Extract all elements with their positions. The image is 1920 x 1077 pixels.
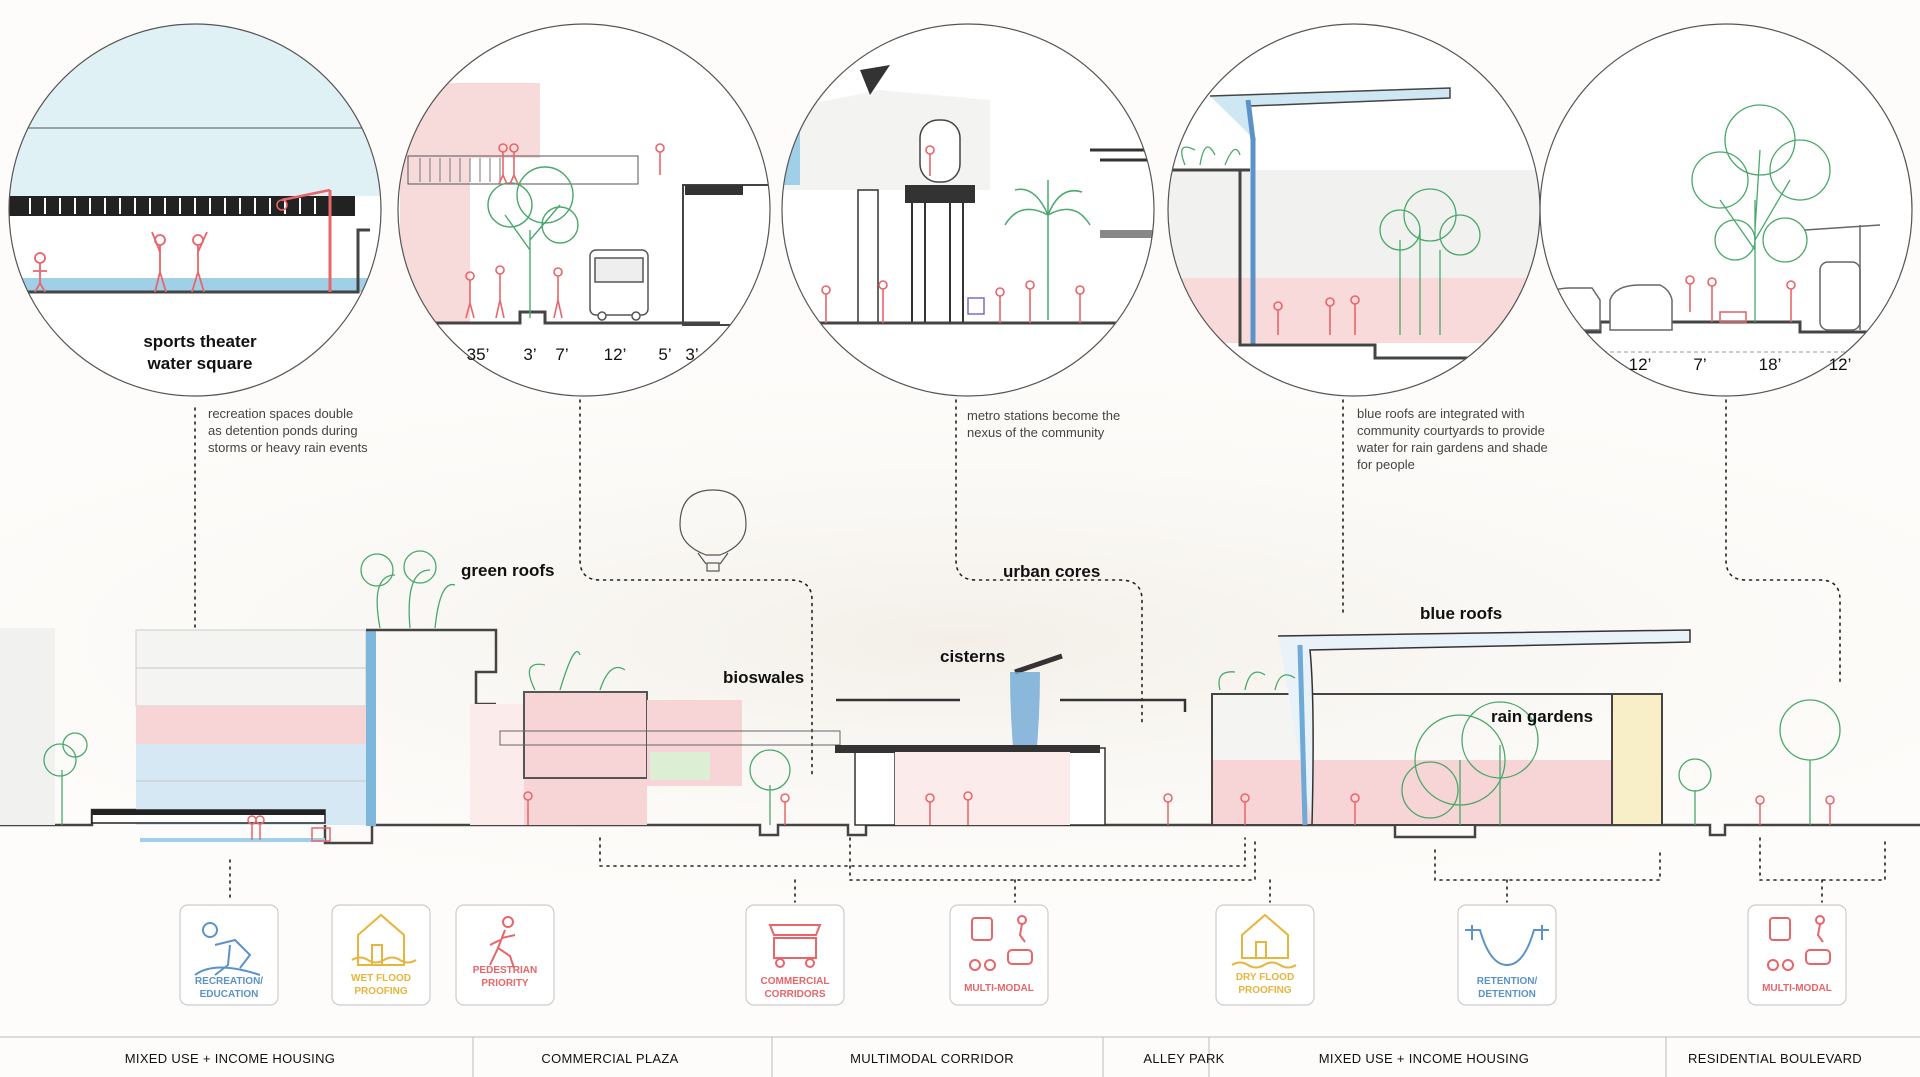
note1-line3: storms or heavy rain events [208,440,368,455]
icon-card-multimodal-1: MULTI-MODAL [949,904,1049,1006]
retention-detention-icon [1465,925,1549,967]
circle5-dim-2: 7’ [1693,355,1706,374]
note4-line2: community courtyards to provide [1357,423,1545,438]
circle1-title-line2: water square [147,354,253,373]
circle2-dim-4: 12’ [604,345,627,364]
dry-flood-proofing-icon [1231,913,1297,969]
zone-label-3: MULTIMODAL CORRIDOR [850,1051,1014,1066]
circle2-dim-2: 3’ [523,345,536,364]
circle5-dim-3: 18’ [1759,355,1782,374]
circle2-dim-5: 5’ [658,345,671,364]
note1-line1: recreation spaces double [208,406,353,421]
note-recreation: recreation spaces double as detention po… [208,406,368,455]
icon-card-multimodal-2: MULTI-MODAL [1747,904,1847,1006]
commercial-cart-icon [768,924,822,968]
circle5-dim-4: 12’ [1829,355,1852,374]
zone-label-5: MIXED USE + INCOME HOUSING [1319,1051,1529,1066]
circle1-title-line1: sports theater [143,332,257,351]
icon-label-dry-flood-1: DRY FLOOD [1236,972,1294,983]
detail-circle-blue-roof [1167,23,1541,397]
multi-modal-icon [1767,915,1831,971]
icon-card-dry-flood: DRY FLOOD PROOFING [1215,904,1315,1006]
note1-line2: as detention ponds during [208,423,358,438]
zone-label-6: RESIDENTIAL BOULEVARD [1688,1051,1862,1066]
zone-brackets [229,837,1886,903]
label-cisterns: cisterns [940,647,1005,666]
icon-label-retention-1: RETENTION/ [1477,976,1538,987]
note-blue-roofs: blue roofs are integrated with community… [1356,406,1548,472]
label-green-roofs: green roofs [461,561,555,580]
zone-label-4: ALLEY PARK [1143,1051,1224,1066]
label-rain-gardens: rain gardens [1491,707,1593,726]
detail-circle-commercial-street: 35’ 3’ 7’ 12’ 5’ 3’ [397,23,771,397]
icon-label-multimodal-2: MULTI-MODAL [1762,983,1832,994]
circle2-dim-1: 35’ [467,345,490,364]
icon-label-wet-flood-2: PROOFING [354,986,408,997]
note3-line2: nexus of the community [967,425,1105,440]
icon-label-retention-2: DETENTION [1478,989,1536,1000]
pedestrian-icon [489,916,516,969]
hot-air-balloon-icon [679,489,747,572]
note4-line3: water for rain gardens and shade [1356,440,1548,455]
recreation-icon [194,922,261,976]
note3-line1: metro stations become the [967,408,1120,423]
label-urban-cores: urban cores [1003,562,1100,581]
wet-flood-proofing-icon [351,913,417,966]
icon-label-recreation-2: EDUCATION [200,989,259,1000]
icon-card-pedestrian: PEDESTRIAN PRIORITY [455,904,555,1006]
note-metro: metro stations become the nexus of the c… [967,408,1120,440]
icon-label-recreation-1: RECREATION/ [195,976,263,987]
icon-label-pedestrian-1: PEDESTRIAN [473,965,537,976]
note4-line1: blue roofs are integrated with [1357,406,1525,421]
icon-card-commercial: COMMERCIAL CORRIDORS [745,904,845,1006]
icon-label-pedestrian-2: PRIORITY [481,978,529,989]
multi-modal-icon [969,915,1033,971]
zone-label-2: COMMERCIAL PLAZA [541,1051,678,1066]
main-section [0,489,1920,845]
icon-label-wet-flood-1: WET FLOOD [351,973,411,984]
label-blue-roofs: blue roofs [1420,604,1502,623]
label-bioswales: bioswales [723,668,804,687]
icon-label-multimodal-1: MULTI-MODAL [964,983,1034,994]
circle5-dim-1: 12’ [1629,355,1652,374]
zone-label-1: MIXED USE + INCOME HOUSING [125,1051,335,1066]
icon-label-commercial-1: COMMERCIAL [761,976,830,987]
note4-line4: for people [1357,457,1415,472]
detail-circle-metro-station [781,23,1155,397]
icon-card-retention: RETENTION/ DETENTION [1457,904,1557,1006]
icon-card-recreation: RECREATION/ EDUCATION [179,904,279,1006]
zone-footer: MIXED USE + INCOME HOUSING COMMERCIAL PL… [0,1036,1920,1077]
icon-card-wet-flood: WET FLOOD PROOFING [331,904,431,1006]
icon-label-commercial-2: CORRIDORS [764,989,825,1000]
circle2-dim-3: 7’ [555,345,568,364]
icon-label-dry-flood-2: PROOFING [1238,985,1292,996]
circle2-dim-6: 3’ [685,345,698,364]
